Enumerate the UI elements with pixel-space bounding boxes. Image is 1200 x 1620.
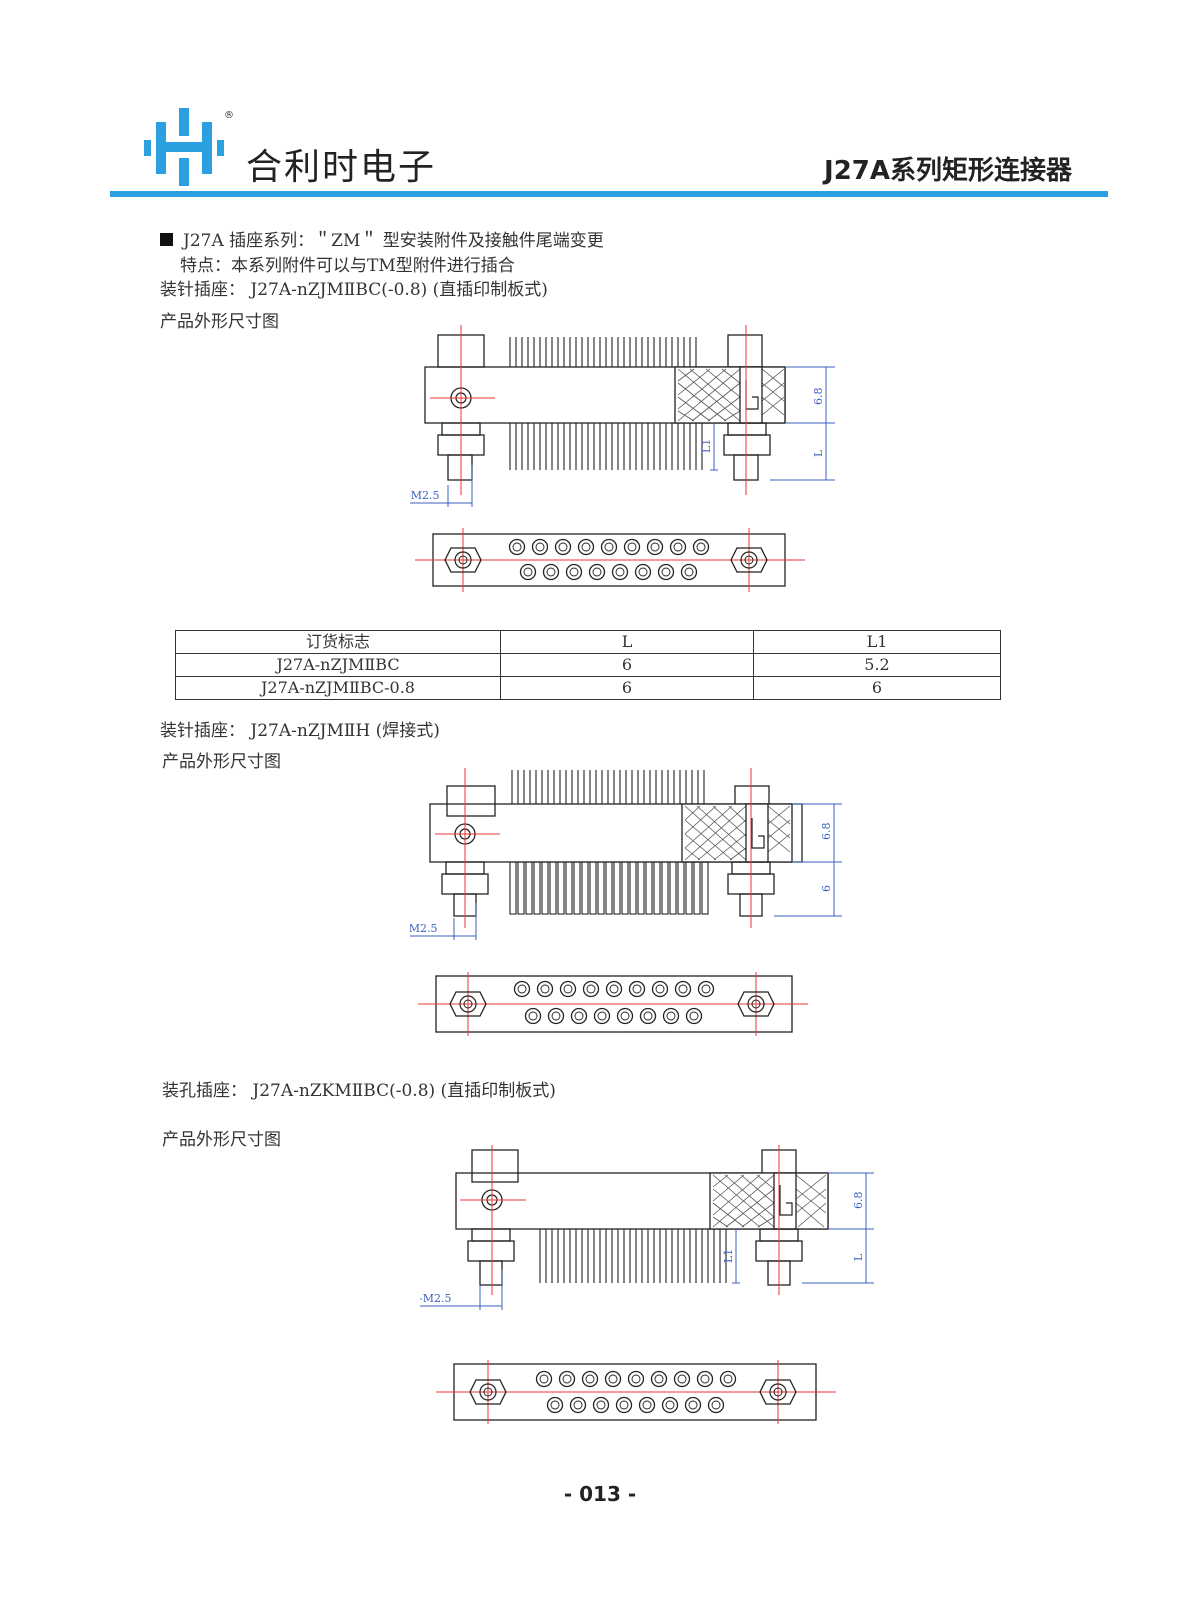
connector-side-view-3: 6.8 L L1 2-M2.5 [420, 1145, 874, 1310]
height-dim-label-1: 6.8 [812, 388, 825, 406]
intro-bullet-line: J27A 插座系列：＂ZM＂ 型安装附件及接触件尾端变更 [160, 226, 604, 251]
section-1-title: 装针插座： J27A-nZJMⅡBC(-0.8) (直插印制板式) [160, 280, 548, 300]
h-logo-icon: ® [144, 108, 234, 186]
tail-dim-label-1: L [812, 449, 825, 457]
table-header-cell: L1 [753, 630, 1001, 654]
table-header-row: 订货标志 L L1 [175, 630, 1001, 654]
thread-dim-label-3: 2-M2.5 [420, 1292, 451, 1305]
header-rule [110, 191, 1108, 197]
section-2-subtitle: 产品外形尺寸图 [162, 752, 281, 772]
tail2-dim-label-3: L1 [722, 1249, 735, 1263]
table-header-cell: 订货标志 [175, 630, 501, 654]
order-table: 订货标志 L L1 J27A-nZJMⅡBC 6 5.2 J27A-nZJMⅡB… [175, 630, 1001, 700]
connector-bottom-view-2 [418, 972, 808, 1036]
table-cell: 6 [500, 653, 754, 677]
feature-line: 特点：本系列附件可以与TM型附件进行插合 [180, 256, 515, 276]
section-2-title: 装针插座： J27A-nZJMⅡH (焊接式) [160, 721, 440, 741]
square-bullet-icon [160, 233, 173, 246]
table-row: J27A-nZJMⅡBC 6 5.2 [175, 653, 1001, 677]
table-cell: J27A-nZJMⅡBC [175, 653, 501, 677]
height-dim-label-2: 6.8 [820, 823, 833, 841]
connector-side-view-2: 6.8 6 2-M2.5 [410, 768, 842, 940]
tail-dim-label-3: L [852, 1253, 865, 1261]
table-cell: J27A-nZJMⅡBC-0.8 [175, 676, 501, 700]
table-header-cell: L [500, 630, 754, 654]
connector-bottom-view-3 [436, 1360, 836, 1424]
table-cell: 6 [753, 676, 1001, 700]
thread-dim-label-2: 2-M2.5 [410, 922, 437, 935]
section-3-subtitle: 产品外形尺寸图 [162, 1130, 281, 1150]
connector-side-view-1: 6.8 L L1 2-M2.5 [410, 325, 835, 507]
tail2-dim-label-1: L1 [700, 439, 713, 453]
thread-dim-label-1: 2-M2.5 [410, 489, 439, 502]
table-row: J27A-nZJMⅡBC-0.8 6 6 [175, 676, 1001, 700]
brand-name: 合利时电子 [246, 147, 437, 188]
height-dim-label-3: 6.8 [852, 1192, 865, 1210]
table-cell: 5.2 [753, 653, 1001, 677]
table-cell: 6 [500, 676, 754, 700]
series-title: J27A系列矩形连接器 [824, 156, 1072, 186]
section-3-title: 装孔插座： J27A-nZKMⅡBC(-0.8) (直插印制板式) [162, 1081, 556, 1101]
intro-bullet-text: J27A 插座系列：＂ZM＂ 型安装附件及接触件尾端变更 [183, 231, 604, 251]
section-1-subtitle: 产品外形尺寸图 [160, 312, 279, 332]
page-number: - 013 - [563, 1482, 637, 1506]
connector-bottom-view-1 [415, 528, 805, 592]
registered-mark: ® [224, 110, 234, 121]
tail-dim-label-2: 6 [820, 885, 833, 892]
